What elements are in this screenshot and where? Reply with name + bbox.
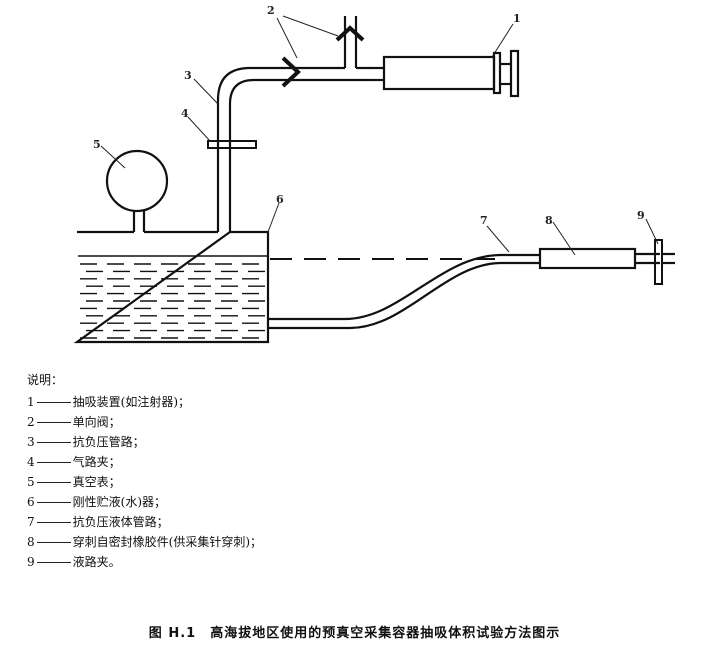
legend-item: 4 气路夹；	[27, 452, 262, 472]
legend-title: 说明：	[27, 373, 64, 387]
legend-item: 2 单向阀；	[27, 412, 262, 432]
vacuum-gauge	[105, 149, 169, 213]
legend-item: 7 抗负压液体管路；	[27, 512, 262, 532]
check-valve-horizontal	[281, 56, 301, 88]
legend-number: 9	[27, 555, 35, 569]
legend-dash	[36, 422, 71, 423]
liquid-reservoir	[73, 230, 270, 344]
label-1: 1	[513, 12, 521, 25]
label-5: 5	[93, 138, 101, 151]
label-2: 2	[267, 4, 275, 17]
legend-number: 6	[27, 495, 35, 509]
legend-text: 抽吸装置(如注射器)；	[72, 395, 191, 409]
legend: 说明： 1 抽吸装置(如注射器)； 2 单向阀； 3 抗负压管路； 4 气路夹； 5 真空表； 6 刚…	[27, 370, 262, 572]
figure-number: 图 H.1	[148, 626, 197, 641]
legend-item: 3 抗负压管路；	[27, 432, 262, 452]
label-4: 4	[181, 107, 189, 120]
apparatus-diagram: 1 2 3 4 5 6 7 8 9	[73, 4, 675, 344]
legend-number: 4	[27, 455, 35, 469]
syringe-plunger	[509, 49, 520, 98]
figure-title: 高海拔地区使用的预真空采集容器抽吸体积试验方法图示	[210, 626, 561, 641]
legend-dash	[36, 402, 71, 403]
legend-text: 刚性贮液(水)器；	[72, 495, 167, 509]
label-6: 6	[276, 193, 284, 206]
legend-number: 2	[27, 415, 35, 429]
legend-item: 9 液路夹。	[27, 552, 262, 572]
rubber-seal	[538, 247, 637, 270]
liquid-pipe	[268, 253, 540, 330]
legend-text: 气路夹；	[72, 455, 121, 469]
legend-text: 穿刺自密封橡胶件(供采集针穿刺)；	[72, 535, 263, 549]
legend-text: 抗负压管路；	[72, 435, 145, 449]
legend-number: 8	[27, 535, 35, 549]
legend-item: 8 穿刺自密封橡胶件(供采集针穿刺)；	[27, 532, 262, 552]
legend-dash	[36, 502, 71, 503]
label-8: 8	[545, 214, 553, 227]
legend-dash	[36, 542, 71, 543]
legend-dash	[36, 482, 71, 483]
legend-item: 1 抽吸装置(如注射器)；	[27, 392, 262, 412]
figure-caption: 图 H.1 高海拔地区使用的预真空采集容器抽吸体积试验方法图示	[0, 622, 709, 641]
legend-text: 单向阀；	[72, 415, 121, 429]
legend-item: 6 刚性贮液(水)器；	[27, 492, 262, 512]
legend-item: 5 真空表；	[27, 472, 262, 492]
air-clamp	[207, 140, 257, 149]
legend-dash	[36, 562, 71, 563]
legend-number: 1	[27, 395, 35, 409]
label-9: 9	[637, 209, 645, 222]
liquid-fill-pattern	[80, 263, 265, 339]
label-7: 7	[480, 214, 488, 227]
legend-number: 7	[27, 515, 35, 529]
legend-number: 5	[27, 475, 35, 489]
legend-dash	[36, 442, 71, 443]
legend-text: 液路夹。	[72, 555, 121, 569]
syringe-barrel	[382, 55, 496, 91]
legend-dash	[36, 462, 71, 463]
negative-pressure-pipe	[216, 66, 374, 232]
legend-number: 3	[27, 435, 35, 449]
check-valve-vertical	[335, 25, 365, 42]
label-3: 3	[184, 69, 192, 82]
legend-text: 抗负压液体管路；	[72, 515, 169, 529]
legend-text: 真空表；	[72, 475, 121, 489]
legend-dash	[36, 522, 71, 523]
